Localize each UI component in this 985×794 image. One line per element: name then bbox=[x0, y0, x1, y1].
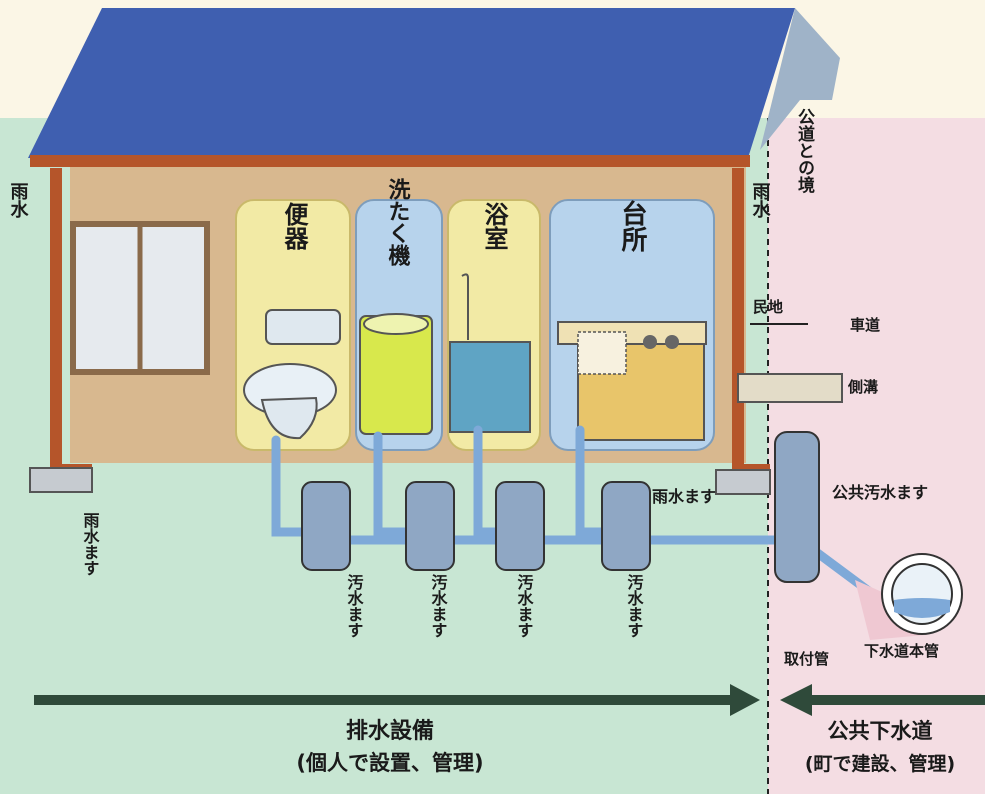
boundary-label: 公道との境 bbox=[794, 108, 815, 193]
sewage-basin-label-3: 汚水ます bbox=[515, 573, 534, 638]
roof-eave bbox=[30, 155, 750, 167]
roadway-label: 車道 bbox=[850, 316, 880, 334]
main-sewer-pipe bbox=[855, 553, 963, 640]
public-title: 公共下水道 bbox=[828, 719, 933, 743]
rain-basin-left-label: 雨水ます bbox=[81, 512, 100, 576]
washing-machine-icon bbox=[359, 313, 433, 435]
private-title: 排水設備 bbox=[346, 718, 434, 744]
kitchen-sink-icon bbox=[557, 321, 707, 441]
rain-basin-right bbox=[715, 469, 771, 495]
room-label-bath: 浴室 bbox=[480, 202, 508, 250]
sewage-basin-label-4: 汚水ます bbox=[625, 573, 644, 638]
connection-pipe-label: 取付管 bbox=[784, 650, 829, 668]
public-note: (町で建設、管理) bbox=[805, 752, 955, 775]
side-ditch bbox=[737, 373, 843, 403]
roof-side bbox=[760, 8, 840, 150]
rain-basin-left bbox=[29, 467, 93, 493]
rain-label-left: 雨水 bbox=[8, 182, 29, 218]
side-ditch-label: 側溝 bbox=[847, 378, 878, 396]
main-sewer-label: 下水道本管 bbox=[864, 642, 939, 660]
sewage-basin-label-1: 汚水ます bbox=[345, 573, 364, 638]
roof bbox=[28, 8, 795, 158]
bathtub-icon bbox=[449, 273, 531, 433]
sewage-basins bbox=[301, 481, 651, 571]
room-label-toilet: 便器 bbox=[280, 202, 309, 250]
sewage-basin-label-2: 汚水ます bbox=[429, 573, 448, 638]
room-label-washer: 洗たく機 bbox=[385, 178, 411, 267]
private-arrow bbox=[34, 684, 760, 716]
public-sewage-basin-label: 公共汚水ます bbox=[832, 483, 928, 502]
private-note: (個人で設置、管理) bbox=[296, 751, 483, 775]
rain-basin-right-label: 雨水ます bbox=[652, 487, 716, 506]
private-land-label: 民地 bbox=[753, 298, 783, 316]
room-label-kitchen: 台所 bbox=[617, 199, 647, 253]
toilet-icon bbox=[243, 309, 341, 440]
rain-label-right: 雨水 bbox=[750, 182, 771, 218]
public-sewage-basin bbox=[774, 431, 820, 583]
public-arrow bbox=[780, 684, 985, 716]
